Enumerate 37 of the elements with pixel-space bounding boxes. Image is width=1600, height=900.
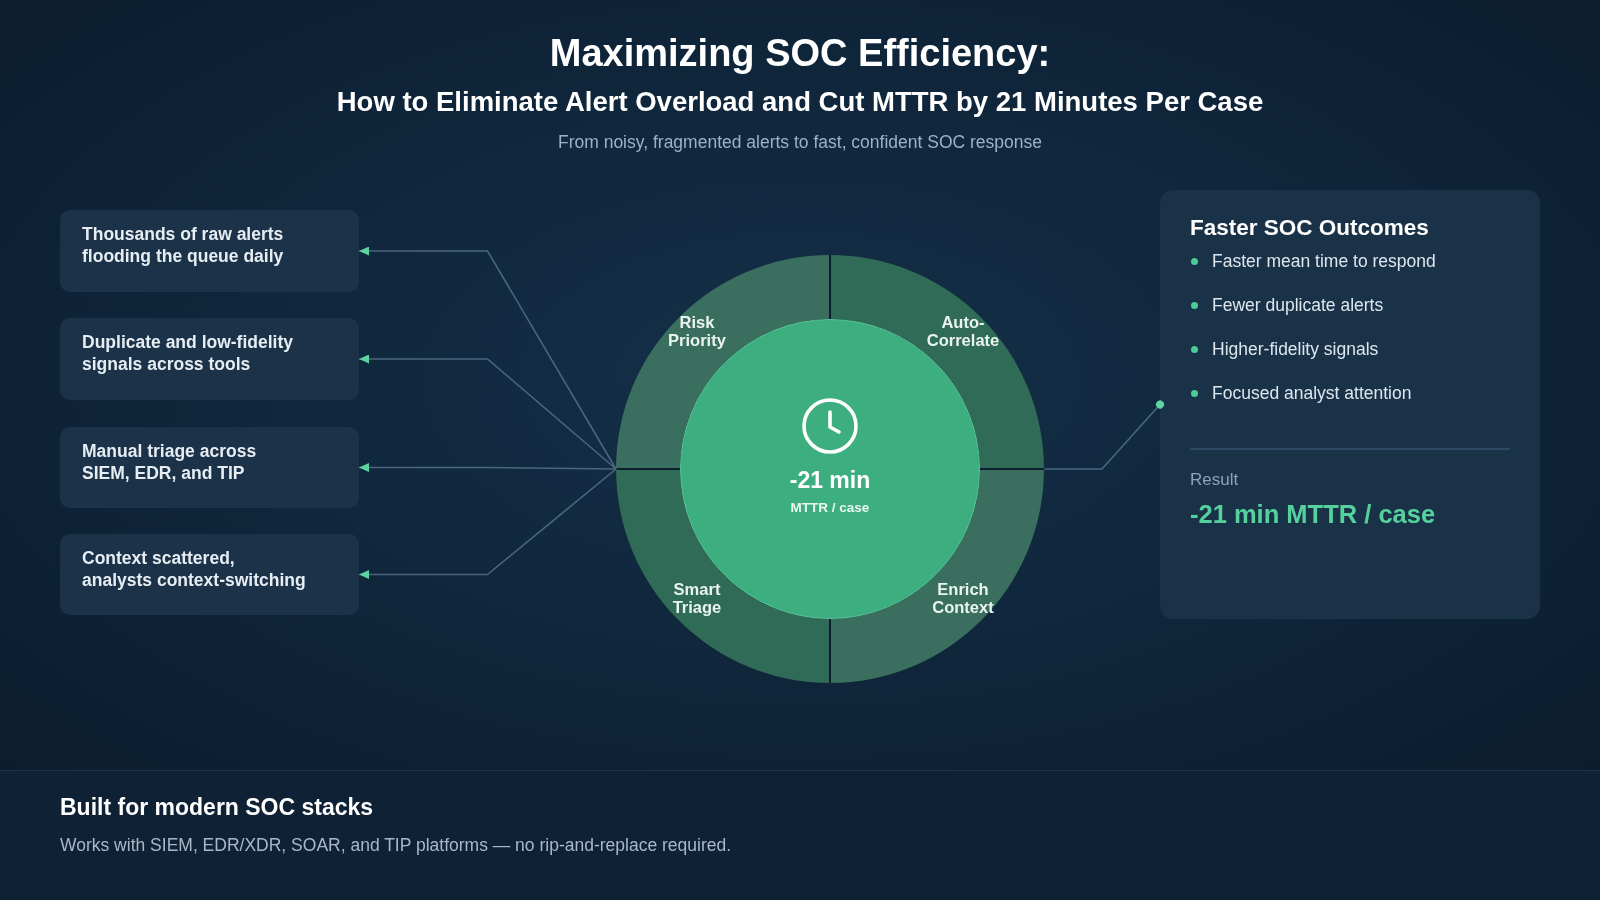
ring-segment [616, 470, 829, 683]
ring-segment [616, 255, 829, 468]
connector-line [358, 246, 617, 470]
card-text: Manual triage across SIEM, EDR, and TIP [82, 440, 257, 484]
connector-line [358, 354, 617, 470]
problem-card [60, 534, 359, 615]
bullet-text: Focused analyst attention [1212, 382, 1412, 404]
card-text: Duplicate and low-fidelity signals across tools [82, 331, 293, 375]
metric-label: MTTR / case [790, 499, 870, 516]
bullet-text: Higher-fidelity signals [1212, 338, 1379, 360]
segment-label: Auto-Correlate [926, 313, 1000, 349]
bullet-text: Faster mean time to respond [1212, 250, 1436, 272]
ring-segment [831, 470, 1044, 683]
footer-text: Works with SIEM, EDR/XDR, SOAR, and TIP platforms — no rip-and-replace required. [60, 834, 732, 857]
segment-label: Enrich Context [932, 580, 994, 616]
bullet-text: Fewer duplicate alerts [1212, 294, 1384, 316]
card-text: Context scattered, analysts context-switching [82, 547, 306, 591]
tagline: From noisy, fragmented alerts to fast, confident SOC response [557, 131, 1043, 153]
result-label: Result [1190, 469, 1239, 491]
problem-card [60, 210, 359, 292]
segment-label: Smart Triage [672, 580, 722, 616]
result-value: -21 min MTTR / case [1190, 499, 1436, 529]
card-text: Thousands of raw alerts flooding the queue daily [82, 223, 284, 267]
metric-value: -21 min [789, 466, 871, 494]
segment-label: Risk Priority [668, 313, 726, 349]
connector-line [358, 468, 617, 579]
title: Maximizing SOC Efficiency: [549, 31, 1051, 76]
panel-heading: Faster SOC Outcomes [1190, 214, 1429, 241]
subtitle: How to Eliminate Alert Overload and Cut MTTR by 21 Minutes Per Case [336, 85, 1264, 119]
problem-card [60, 318, 359, 400]
connector-line [358, 463, 617, 472]
footer-heading: Built for modern SOC stacks [60, 793, 374, 821]
footer-band [0, 770, 1600, 900]
problem-card [60, 427, 359, 508]
outcomes-panel [1160, 190, 1540, 619]
connector-line [1043, 400, 1164, 470]
ring-segment [831, 255, 1044, 468]
